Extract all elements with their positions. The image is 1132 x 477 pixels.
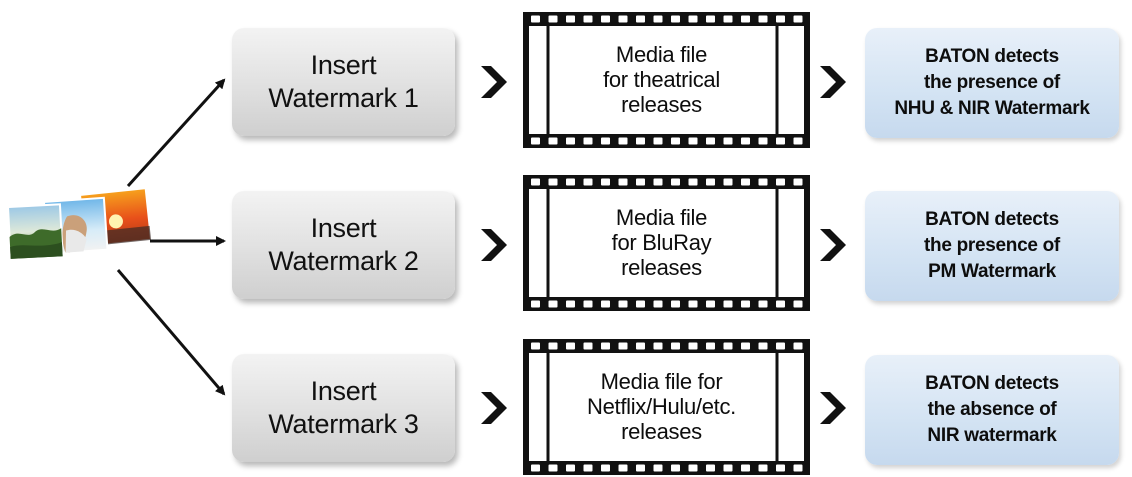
photo-stack-icon	[6, 187, 153, 260]
watermark-2-line-2: Watermark 2	[268, 246, 419, 276]
chevron-right-icon	[820, 66, 846, 98]
baton-detection-1-box: BATON detects the presence of NHU & NIR …	[865, 28, 1119, 138]
detection-1-line-3: NHU & NIR Watermark	[894, 98, 1090, 119]
watermark-3-line-2: Watermark 3	[268, 409, 419, 439]
watermark-1-line-1: Insert	[310, 50, 377, 80]
media-file-2-line-1: Media file	[615, 205, 708, 230]
media-file-3-line-2: Netflix/Hulu/etc.	[587, 394, 736, 419]
detection-3-line-2: the absence of	[927, 399, 1057, 420]
detection-1-line-1: BATON detects	[925, 46, 1059, 67]
chevron-right-icon	[481, 66, 507, 98]
chevron-right-icon	[820, 392, 846, 424]
media-file-1-line-3: releases	[621, 92, 702, 117]
insert-watermark-2-box: Insert Watermark 2	[232, 191, 455, 299]
film-strip-icon	[523, 339, 810, 475]
detection-2-line-3: PM Watermark	[928, 261, 1056, 282]
detection-2-line-2: the presence of	[924, 235, 1060, 256]
insert-watermark-1-box: Insert Watermark 1	[232, 28, 455, 136]
media-file-2-line-2: for BluRay	[611, 230, 712, 255]
media-file-2-label: Media file for BluRay releases	[550, 205, 773, 280]
watermark-2-line-1: Insert	[310, 213, 377, 243]
insert-watermark-3-box: Insert Watermark 3	[232, 354, 455, 462]
arrow-to-watermark-1	[126, 78, 226, 188]
media-file-3-line-3: releases	[621, 419, 702, 444]
media-file-2-line-3: releases	[621, 255, 702, 280]
film-strip-icon	[523, 12, 810, 148]
baton-detection-2-box: BATON detects the presence of PM Waterma…	[865, 191, 1119, 301]
chevrons	[481, 66, 846, 424]
arrow-to-watermark-3	[116, 269, 226, 396]
watermark-3-line-1: Insert	[310, 376, 377, 406]
chevron-right-icon	[481, 392, 507, 424]
watermark-1-line-2: Watermark 1	[268, 83, 419, 113]
media-file-3-label: Media file for Netflix/Hulu/etc. release…	[550, 369, 773, 444]
media-file-3-line-1: Media file for	[600, 369, 723, 394]
detection-1-line-2: the presence of	[924, 72, 1060, 93]
detection-3-line-3: NIR watermark	[927, 425, 1057, 446]
chevron-right-icon	[820, 229, 846, 261]
detection-2-line-1: BATON detects	[925, 209, 1059, 230]
film-strip-icon	[523, 175, 810, 311]
media-file-1-label: Media file for theatrical releases	[550, 42, 773, 117]
film-strips	[523, 12, 810, 475]
chevron-right-icon	[481, 229, 507, 261]
media-file-1-line-2: for theatrical	[603, 67, 720, 92]
detection-3-line-1: BATON detects	[925, 373, 1059, 394]
baton-detection-3-box: BATON detects the absence of NIR waterma…	[865, 355, 1119, 465]
media-file-1-line-1: Media file	[615, 42, 708, 67]
